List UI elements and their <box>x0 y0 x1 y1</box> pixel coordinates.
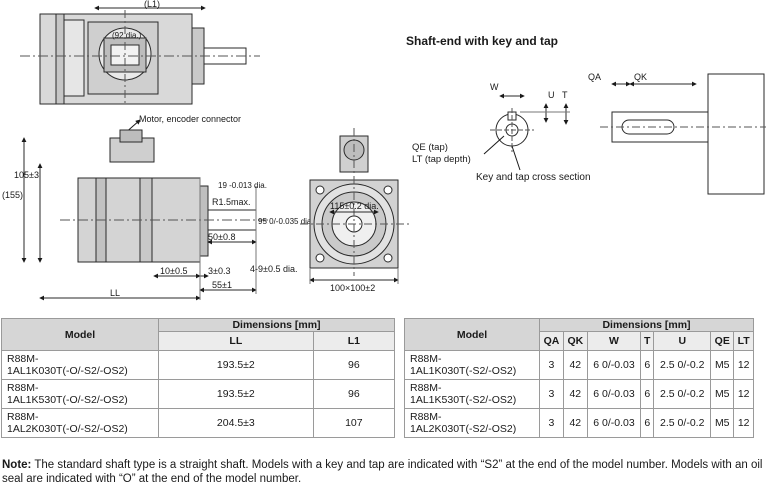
shaft-qe-label: QE (tap) <box>412 142 448 153</box>
t2-w-cell: 6 0/-0.03 <box>586 350 642 380</box>
t1-l1-cell: 96 <box>312 379 396 409</box>
t1-ll-cell: 193.5±2 <box>158 350 314 380</box>
dim-95-label: 95 0/-0.035 dia. <box>258 217 314 226</box>
table-row: R88M-1AL2K030T(-O/-S2/-OS2) 204.5±3 107 <box>1 408 396 438</box>
t2-u-cell: 2.5 0/-0.2 <box>653 408 712 438</box>
t2-w-cell: 6 0/-0.03 <box>586 408 642 438</box>
side-view <box>21 129 270 301</box>
t2-col-qe: QE <box>710 331 735 351</box>
dim-holes-label: 4-9±0.5 dia. <box>250 264 297 274</box>
t1-col-l1: L1 <box>312 331 396 351</box>
dim-55-label: 55±1 <box>212 280 232 290</box>
t1-header-dims: Dimensions [mm] <box>158 318 395 332</box>
t2-col-qa: QA <box>539 331 564 351</box>
t2-qa-cell: 3 <box>539 408 564 438</box>
front-view <box>300 128 410 284</box>
t1-ll-cell: 193.5±2 <box>158 379 314 409</box>
shaft-u-label: U <box>548 90 555 100</box>
table-row: R88M-1AL1K530T(-O/-S2/-OS2) 193.5±2 96 <box>1 379 396 409</box>
shaft-lt-label: LT (tap depth) <box>412 154 471 165</box>
t1-col-ll: LL <box>158 331 314 351</box>
t2-qe-cell: M5 <box>710 408 735 438</box>
dim-19-label: 19 -0.013 dia. <box>218 181 267 190</box>
dim-115-label: 115±0.2 dia. <box>330 201 379 211</box>
table-row: R88M-1AL1K530T(-S2/-OS2) 3 42 6 0/-0.03 … <box>404 379 754 409</box>
t2-col-w: W <box>586 331 642 351</box>
t2-col-qk: QK <box>562 331 588 351</box>
t2-header-dims: Dimensions [mm] <box>539 318 754 332</box>
dim-155-label: (155) <box>2 190 23 200</box>
shaft-t-label: T <box>562 90 568 100</box>
t2-qa-cell: 3 <box>539 350 564 380</box>
shaft-qk-label: QK <box>634 72 647 82</box>
dim-l1-label: (L1) <box>144 0 160 9</box>
dim-ll-label: LL <box>110 288 120 298</box>
t2-t-cell: 6 <box>640 350 655 380</box>
t2-lt-cell: 12 <box>733 408 754 438</box>
table-row: R88M-1AL2K030T(-S2/-OS2) 3 42 6 0/-0.03 … <box>404 408 754 438</box>
table-row: R88M-1AL1K030T(-O/-S2/-OS2) 193.5±2 96 <box>1 350 396 380</box>
t2-col-lt: LT <box>733 331 754 351</box>
dimensions-table-shaft: Model Dimensions [mm] QA QK W T U QE LT … <box>404 318 754 438</box>
footnote: Note: The standard shaft type is a strai… <box>2 458 764 486</box>
t2-lt-cell: 12 <box>733 379 754 409</box>
dim-92-label: (92 dia.) <box>112 31 142 40</box>
dim-105-label: 105±3 <box>14 170 39 180</box>
t1-header-model: Model <box>1 318 159 351</box>
dim-r15-label: R1.5max. <box>212 197 251 207</box>
t2-qe-cell: M5 <box>710 350 735 380</box>
dimension-drawing: (L1) (92 dia.) Motor, encoder connector … <box>2 0 766 301</box>
t2-lt-cell: 12 <box>733 350 754 380</box>
shaft-qa-label: QA <box>588 72 601 82</box>
t2-w-cell: 6 0/-0.03 <box>586 379 642 409</box>
dim-100-label: 100×100±2 <box>330 283 375 293</box>
key-tap-section-label: Key and tap cross section <box>476 172 591 183</box>
t2-u-cell: 2.5 0/-0.2 <box>653 350 712 380</box>
t1-l1-cell: 107 <box>312 408 396 438</box>
connector-label: Motor, encoder connector <box>139 114 241 124</box>
dim-3-label: 3±0.3 <box>208 266 230 276</box>
t2-u-cell: 2.5 0/-0.2 <box>653 379 712 409</box>
dimensions-table-ll: Model Dimensions [mm] LL L1 R88M-1AL1K03… <box>1 318 396 438</box>
t2-t-cell: 6 <box>640 379 655 409</box>
t2-qk-cell: 42 <box>562 379 588 409</box>
note-text: The standard shaft type is a straight sh… <box>2 459 763 485</box>
t2-col-u: U <box>653 331 712 351</box>
note-label: Note: <box>2 459 32 471</box>
shaft-end-detail <box>483 73 766 195</box>
t2-header-model: Model <box>404 318 540 351</box>
t1-l1-cell: 96 <box>312 350 396 380</box>
t1-ll-cell: 204.5±3 <box>158 408 314 438</box>
shaft-w-label: W <box>490 82 499 92</box>
top-view <box>20 5 260 105</box>
table-row: R88M-1AL1K030T(-S2/-OS2) 3 42 6 0/-0.03 … <box>404 350 754 380</box>
t2-qk-cell: 42 <box>562 350 588 380</box>
t2-qa-cell: 3 <box>539 379 564 409</box>
shaft-end-heading: Shaft-end with key and tap <box>406 34 559 48</box>
t2-qe-cell: M5 <box>710 379 735 409</box>
dim-10-label: 10±0.5 <box>160 266 187 276</box>
t2-col-t: T <box>640 331 655 351</box>
t2-t-cell: 6 <box>640 408 655 438</box>
dim-50-label: 50±0.8 <box>208 232 235 242</box>
t2-qk-cell: 42 <box>562 408 588 438</box>
